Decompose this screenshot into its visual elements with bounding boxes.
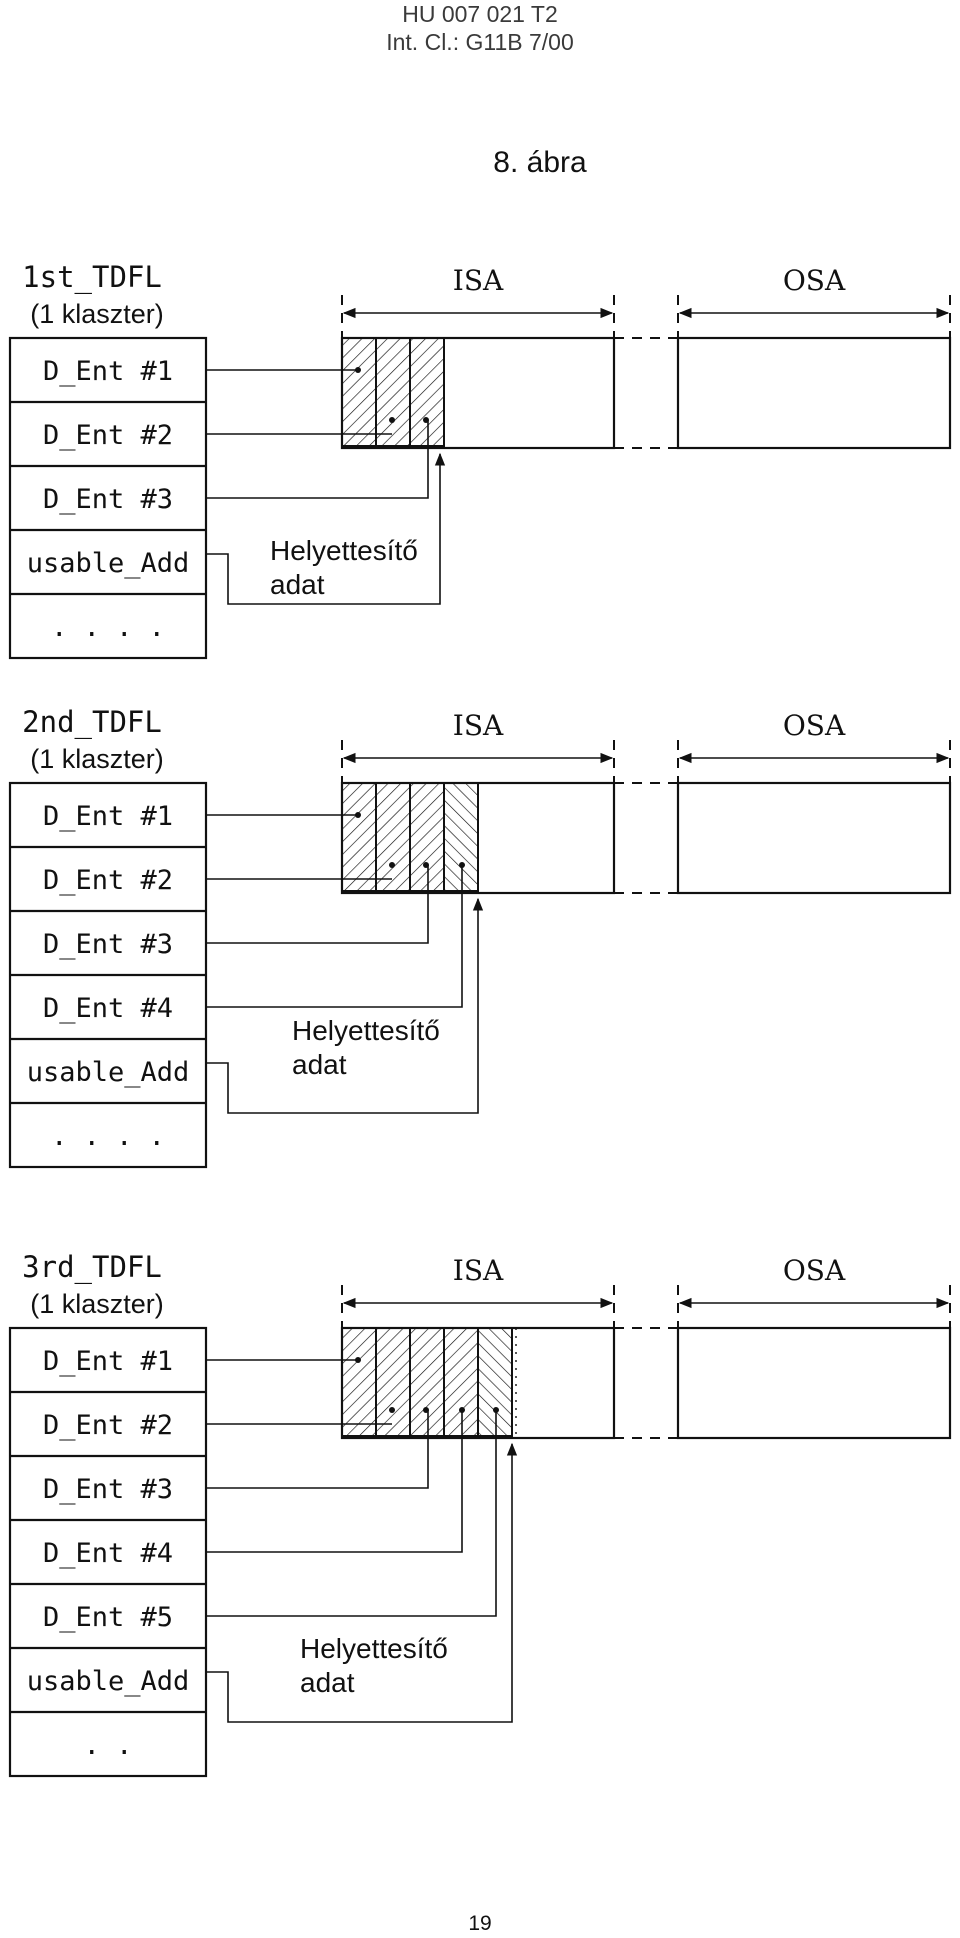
osa-label: OSA — [783, 1254, 846, 1287]
patent-number: HU 007 021 T2 — [402, 1, 558, 27]
table-row: D_Ent #3 — [43, 929, 173, 960]
pointer-dot — [493, 1407, 499, 1413]
replacement-data-block — [341, 337, 377, 447]
replacement-data-block — [375, 1327, 411, 1437]
pointer-dot — [355, 1357, 361, 1363]
table-row: . . — [84, 1730, 133, 1761]
isa-label: ISA — [453, 1254, 504, 1287]
pointer-dot — [355, 367, 361, 373]
replacement-data-block — [341, 782, 377, 892]
entry-pointer-line — [206, 1410, 463, 1553]
isa-label: ISA — [453, 709, 504, 742]
tdfl-title: 1st_TDFL — [22, 260, 162, 295]
tdfl-panel-1: 1st_TDFL (1 klaszter) D_Ent #1 D_Ent #2 D_En… — [8, 260, 952, 660]
table-row: D_Ent #2 — [43, 1410, 173, 1441]
table-row: . . . . — [51, 612, 165, 643]
entry-pointer-line — [206, 865, 429, 944]
table-row: D_Ent #1 — [43, 801, 173, 832]
table-row: usable_Add — [27, 548, 190, 579]
tdfl-panel-3: 3rd_TDFL (1 klaszter) D_Ent #1 D_Ent #2 D_En… — [8, 1250, 952, 1778]
table-row: D_Ent #1 — [43, 356, 173, 387]
pointer-dot — [423, 1407, 429, 1413]
replacement-data-label: Helyettesítő — [292, 1015, 440, 1046]
osa-area — [676, 336, 952, 450]
replacement-data-block — [341, 1327, 377, 1437]
pointer-dot — [389, 417, 395, 423]
replacement-data-block — [409, 337, 445, 447]
table-row: D_Ent #3 — [43, 1474, 173, 1505]
pointer-dot — [389, 1407, 395, 1413]
pointer-dot — [423, 862, 429, 868]
replacement-data-block — [409, 782, 445, 892]
entry-pointer-line — [206, 1410, 429, 1489]
tdfl-title: 2nd_TDFL — [22, 705, 162, 740]
cluster-subtitle: (1 klaszter) — [30, 744, 164, 774]
table-row: D_Ent #1 — [43, 1346, 173, 1377]
replacement-data-label-line2: adat — [292, 1049, 347, 1080]
entry-pointer-line — [206, 1410, 497, 1617]
pointer-dot — [423, 417, 429, 423]
tdfl-title: 3rd_TDFL — [22, 1250, 162, 1285]
replacement-data-block — [409, 1327, 445, 1437]
pointer-dot — [389, 862, 395, 868]
replacement-data-block — [375, 337, 411, 447]
tdfl-panel-2: 2nd_TDFL (1 klaszter) D_Ent #1 D_Ent #2 D_En… — [8, 705, 952, 1169]
pointer-dot — [459, 1407, 465, 1413]
table-row: D_Ent #4 — [43, 993, 173, 1024]
entry-pointer-line — [206, 865, 463, 1008]
osa-area — [676, 1326, 952, 1440]
entry-pointer-line — [206, 420, 429, 499]
osa-label: OSA — [783, 709, 846, 742]
replacement-data-block — [443, 782, 479, 892]
usable-address-pointer — [206, 452, 446, 605]
osa-area — [676, 781, 952, 895]
table-row: D_Ent #4 — [43, 1538, 173, 1569]
classification: Int. Cl.: G11B 7/00 — [386, 29, 574, 55]
usable-address-pointer — [206, 897, 484, 1114]
panels-group: 1st_TDFL (1 klaszter) D_Ent #1 D_Ent #2 D_En… — [8, 260, 952, 1778]
replacement-data-block — [443, 1327, 479, 1437]
table-row: D_Ent #5 — [43, 1602, 173, 1633]
replacement-data-label-line2: adat — [270, 569, 325, 600]
figure-caption: 8. ábra — [493, 146, 587, 179]
replacement-data-block — [375, 782, 411, 892]
cluster-subtitle: (1 klaszter) — [30, 299, 164, 329]
replacement-data-label: Helyettesítő — [270, 535, 418, 566]
replacement-data-block — [477, 1327, 513, 1437]
replacement-data-label: Helyettesítő — [300, 1633, 448, 1664]
pointer-dot — [459, 862, 465, 868]
table-row: usable_Add — [27, 1057, 190, 1088]
osa-label: OSA — [783, 264, 846, 297]
page-number: 19 — [468, 1912, 491, 1935]
table-row: usable_Add — [27, 1666, 190, 1697]
pointer-dot — [355, 812, 361, 818]
usable-address-pointer — [206, 1442, 518, 1723]
cluster-subtitle: (1 klaszter) — [30, 1289, 164, 1319]
table-row: . . . . — [51, 1121, 165, 1152]
table-row: D_Ent #2 — [43, 865, 173, 896]
table-row: D_Ent #2 — [43, 420, 173, 451]
replacement-data-label-line2: adat — [300, 1667, 355, 1698]
table-row: D_Ent #3 — [43, 484, 173, 515]
isa-label: ISA — [453, 264, 504, 297]
